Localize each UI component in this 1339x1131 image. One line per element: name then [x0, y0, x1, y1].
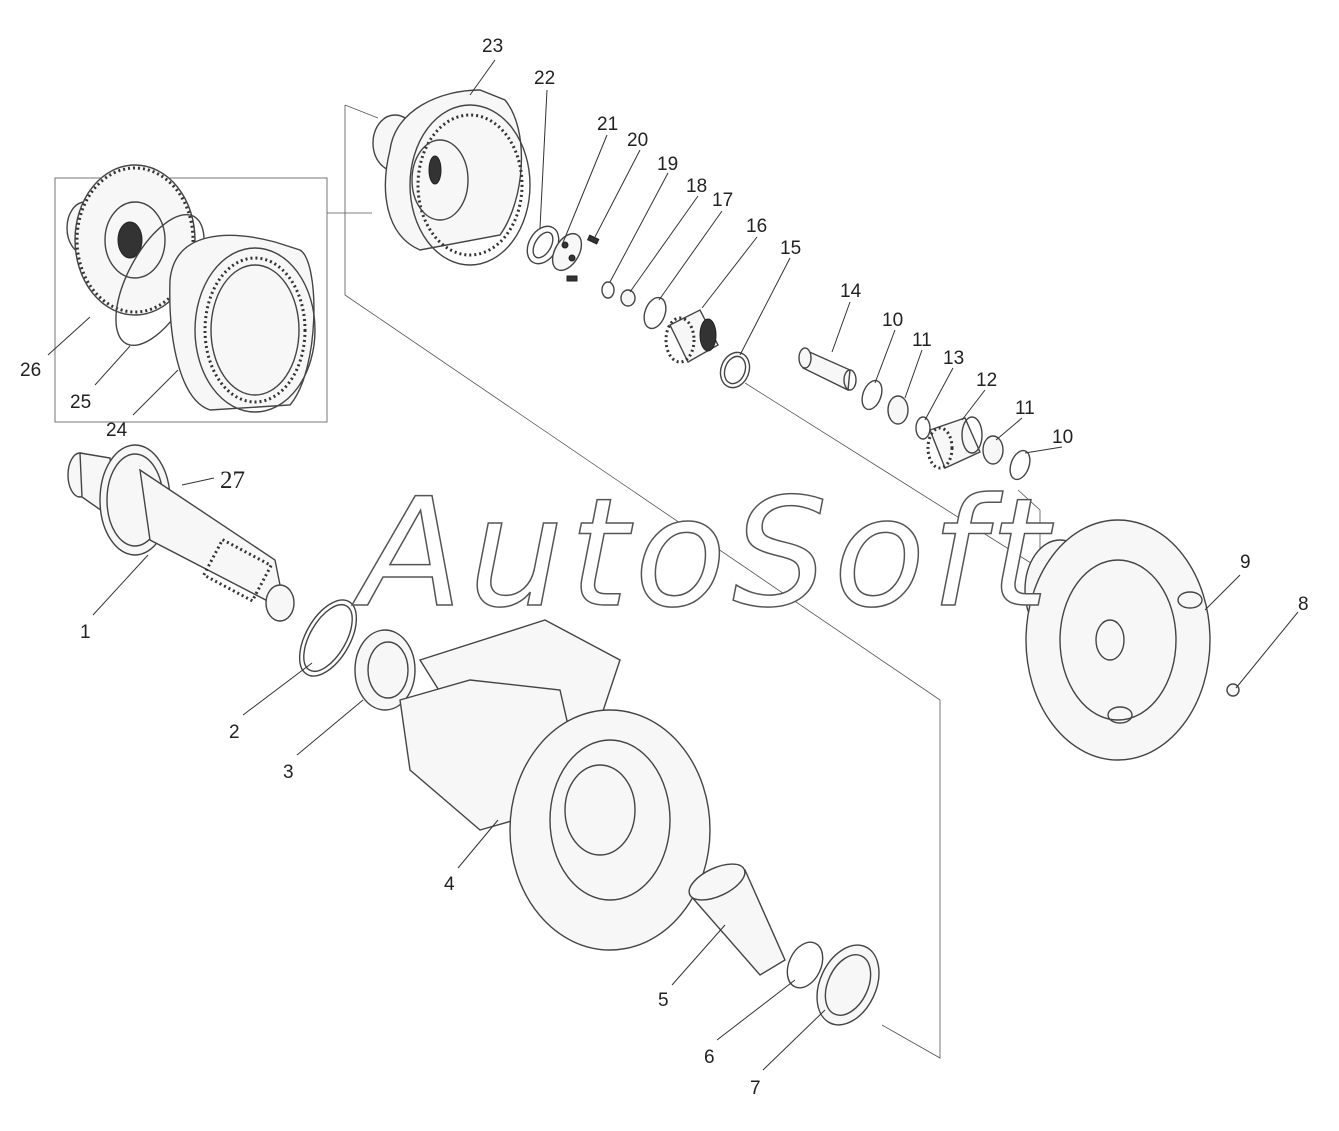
- inset-frame: [54, 177, 328, 423]
- callout-21: 21: [597, 114, 618, 135]
- part-12-planet-gear: [926, 416, 983, 470]
- part-26-planet-carrier: [66, 164, 196, 316]
- callout-15: 15: [780, 238, 801, 259]
- part-21-washer: [551, 232, 583, 272]
- part-4-axle-housing: [399, 619, 711, 951]
- callout-3: 3: [283, 762, 294, 783]
- callout-12: 12: [976, 370, 997, 391]
- callout-4: 4: [444, 874, 455, 895]
- callout-6: 6: [704, 1047, 715, 1068]
- callout-22: 22: [534, 68, 555, 89]
- part-23-ring-gear-housing: [372, 89, 531, 266]
- part-11-needle-bearing-b: [982, 435, 1004, 465]
- part-6-spacer-ring: [786, 941, 824, 989]
- callout-9: 9: [1240, 552, 1251, 573]
- part-19-washer: [601, 281, 615, 299]
- callout-labels: 1 2 3 4 5 6 7 8 9 10 10 11 11 12 13 14 1…: [20, 36, 1309, 1099]
- part-13-spacer: [915, 416, 931, 440]
- callout-18: 18: [686, 176, 707, 197]
- part-24-ring-gear: [169, 234, 316, 413]
- watermark-text: AutoSoft: [352, 467, 1055, 641]
- part-11-needle-bearing-a: [887, 395, 909, 425]
- part-20-bolt-2: [566, 275, 578, 282]
- callout-1: 1: [80, 622, 91, 643]
- callout-25: 25: [70, 392, 91, 413]
- part-1-axle-shaft: [67, 444, 295, 622]
- callout-11-upper: 11: [912, 330, 932, 351]
- callout-10-lower: 10: [1052, 427, 1073, 448]
- part-17-snap-ring: [643, 296, 667, 330]
- part-14-planet-shaft: [798, 347, 857, 392]
- part-10-thrust-washer-a: [861, 379, 883, 411]
- callout-27: 27: [220, 467, 245, 494]
- callout-11-lower: 11: [1015, 398, 1035, 419]
- leader-lines: [47, 59, 1299, 1071]
- callout-24: 24: [106, 420, 128, 441]
- callout-16: 16: [746, 216, 767, 237]
- part-16-sun-gear: [664, 309, 719, 364]
- part-20-bolt: [586, 234, 600, 245]
- part-8-bolt: [1226, 683, 1240, 697]
- callout-5: 5: [658, 990, 669, 1011]
- part-9-wheel-hub: [1024, 519, 1211, 761]
- callout-2: 2: [229, 722, 240, 743]
- callout-13: 13: [943, 348, 964, 369]
- part-7-bearing: [816, 944, 880, 1026]
- callout-20: 20: [627, 130, 648, 151]
- part-18-pin: [620, 289, 636, 307]
- callout-10-upper: 10: [882, 310, 903, 331]
- part-5-sleeve: [688, 863, 786, 976]
- callout-14: 14: [840, 281, 862, 302]
- callout-19: 19: [657, 154, 678, 175]
- part-10-thrust-washer-b: [1009, 449, 1031, 481]
- guide-lines: [54, 104, 1061, 1059]
- part-3-bearing: [354, 629, 416, 711]
- callout-7: 7: [750, 1078, 761, 1099]
- part-2-snap-ring: [298, 599, 358, 677]
- callout-26: 26: [20, 360, 41, 381]
- callout-23: 23: [482, 36, 503, 57]
- callout-8: 8: [1298, 594, 1309, 615]
- callout-17: 17: [712, 190, 733, 211]
